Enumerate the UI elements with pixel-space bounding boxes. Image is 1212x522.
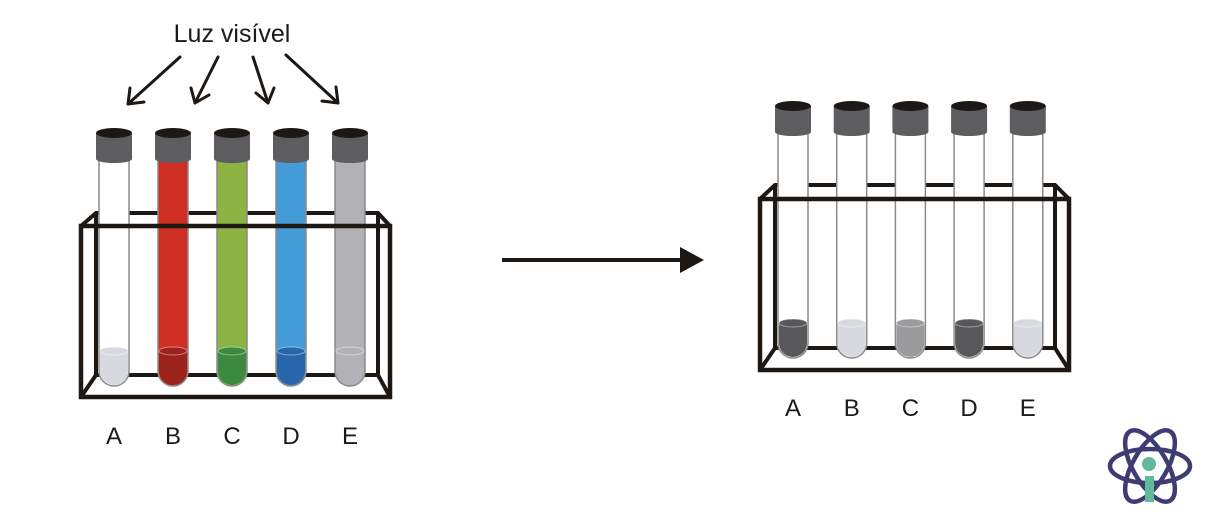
tube-cap [214,155,250,163]
liquid-surface [837,318,867,328]
tube-liquid [837,323,866,358]
tube-cap-top [214,128,250,138]
tube-cap-top [775,101,811,111]
liquid-surface [895,318,925,328]
tube-cap-top [96,128,132,138]
light-arrow-icon [251,55,276,105]
tube-cap [892,128,929,136]
tube-body [98,157,130,387]
tube-label: C [902,395,919,422]
light-arrow-icon [126,55,182,106]
process-arrow-icon [502,247,704,273]
tube-label: E [1020,395,1036,422]
liquid-surface [954,318,984,328]
test-tube-a [775,101,811,359]
tube-cap [833,128,870,136]
tube-cap-top [951,101,988,111]
tube-label: A [785,395,801,422]
tube-label: C [223,423,240,450]
rack-front-frame [78,223,393,400]
tube-liquid [159,351,187,385]
light-arrows [126,53,340,106]
rack-before: A B C D E [78,128,393,450]
tube-body [157,157,189,387]
liquid-surface [217,346,247,356]
tube-cap [775,128,811,136]
tube-cap [96,155,132,163]
tube-liquid [955,323,984,358]
light-label: Luz visível [174,20,291,48]
tube-cap-top [155,128,191,138]
tube-label: B [844,395,860,422]
tube-body [1012,130,1044,359]
test-tube-b [155,128,191,387]
logo-icon [1107,428,1193,504]
tube-label: D [960,395,977,422]
tube-cap-top [1009,101,1046,111]
tube-label: B [165,423,181,450]
test-tube-c [892,101,929,359]
tube-body [216,157,248,387]
tube-liquid [336,351,364,385]
tube-label: A [106,423,122,450]
test-tube-d [273,128,309,387]
tube-cap [155,155,191,163]
liquid-surface [276,346,306,356]
light-arrow-icon [284,53,340,105]
tube-cap-top [833,101,870,111]
test-tube-d [951,101,988,359]
tube-liquid [1013,323,1042,358]
tube-body [894,130,927,359]
tube-liquid [779,323,807,357]
test-tube-e [1009,101,1046,359]
tube-cap-top [273,128,309,138]
test-tube-b [833,101,870,359]
tube-cap [1009,128,1046,136]
liquid-surface [99,346,129,356]
tube-liquid [218,351,246,385]
tube-body [334,157,366,387]
tube-label: E [342,423,358,450]
liquid-surface [778,318,808,328]
light-arrow-icon [189,55,220,105]
rack-after: A B C D E [757,101,1072,422]
tube-body [835,130,868,359]
tube-label: D [282,423,299,450]
tube-cap-top [332,128,368,138]
tube-cap [273,155,309,163]
tube-body [777,130,809,359]
tube-cap [951,128,988,136]
tube-liquid [896,323,925,358]
tube-cap [332,155,368,163]
tube-liquid [277,351,305,385]
tube-cap-top [892,101,929,111]
liquid-surface [1013,318,1043,328]
liquid-surface [335,346,365,356]
liquid-surface [158,346,188,356]
rack-front-frame [757,196,1072,373]
test-tube-c [214,128,250,387]
tube-body [275,157,307,387]
test-tube-a [96,128,132,387]
test-tube-e [332,128,368,387]
tube-liquid [100,351,128,385]
tube-body [953,130,985,359]
